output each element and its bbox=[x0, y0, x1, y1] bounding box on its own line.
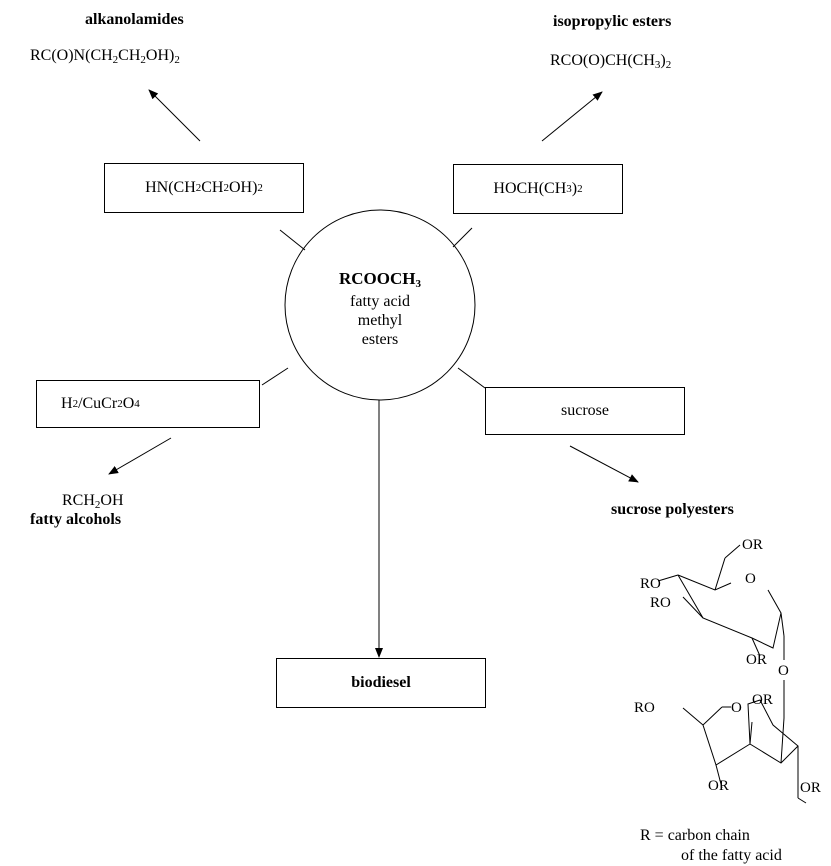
ro-label-c4: RO bbox=[640, 576, 661, 592]
or-label-c6: OR bbox=[742, 537, 763, 553]
subscript: 2 bbox=[665, 59, 672, 71]
arrow-to-fatty-alcohols bbox=[108, 437, 172, 475]
arrow-to-alkanolamides bbox=[148, 89, 201, 142]
alkanolamides-formula: RC(O)N(CH2CH2OH)2 bbox=[30, 47, 180, 66]
arrow-to-sucrose-polyesters bbox=[569, 445, 639, 483]
fatty-alcohols-title: fatty alcohols bbox=[30, 511, 122, 528]
connector-isopropanol bbox=[452, 227, 473, 248]
alkanolamides-title: alkanolamides bbox=[85, 11, 184, 28]
product-box-biodiesel: biodiesel bbox=[276, 658, 486, 708]
arrow-to-isopropylic-esters bbox=[541, 91, 603, 142]
or-label-f1: OR bbox=[800, 780, 821, 796]
subscript: 2 bbox=[174, 54, 180, 66]
subscript: 3 bbox=[415, 278, 422, 290]
isopropylic-esters-title: isopropylic esters bbox=[553, 13, 672, 30]
subscript: 2 bbox=[140, 54, 146, 66]
ro-label-c3: RO bbox=[650, 595, 671, 611]
connector-sucrose bbox=[457, 367, 486, 389]
r-group-legend-line-2: of the fatty acid bbox=[681, 847, 782, 864]
isopropylic-esters-formula: RCO(O)CH(CH3)2 bbox=[550, 52, 672, 71]
r-group-legend-line-1: R = carbon chain bbox=[640, 827, 750, 844]
glycosidic-o: O bbox=[778, 663, 789, 679]
connector-diethanolamine bbox=[279, 229, 306, 251]
sucrose-polyester-structure: O O O OR RO RO OR OR RO OR OR bbox=[634, 537, 821, 804]
fructose-ring-o: O bbox=[731, 700, 742, 716]
center-line-2: methyl bbox=[357, 312, 403, 329]
ro-label-f6: RO bbox=[634, 700, 655, 716]
center-line-3: esters bbox=[361, 331, 399, 348]
reagent-box-sucrose: sucrose bbox=[485, 387, 685, 435]
center-line-1: fatty acid bbox=[350, 293, 410, 310]
or-label-f3: OR bbox=[752, 692, 773, 708]
subscript: 2 bbox=[94, 499, 101, 511]
glucose-ring-o: O bbox=[745, 571, 756, 587]
center-formula: RCOOCH3 bbox=[339, 269, 422, 290]
subscript: 2 bbox=[112, 54, 119, 66]
center-circle bbox=[284, 209, 476, 401]
or-label-f4: OR bbox=[708, 778, 729, 794]
subscript: 3 bbox=[654, 59, 661, 71]
or-label-c2: OR bbox=[746, 652, 767, 668]
connector-hydrogenation bbox=[261, 367, 289, 386]
fatty-alcohols-formula: RCH2OH bbox=[62, 492, 124, 511]
sucrose-polyesters-title: sucrose polyesters bbox=[611, 501, 734, 518]
